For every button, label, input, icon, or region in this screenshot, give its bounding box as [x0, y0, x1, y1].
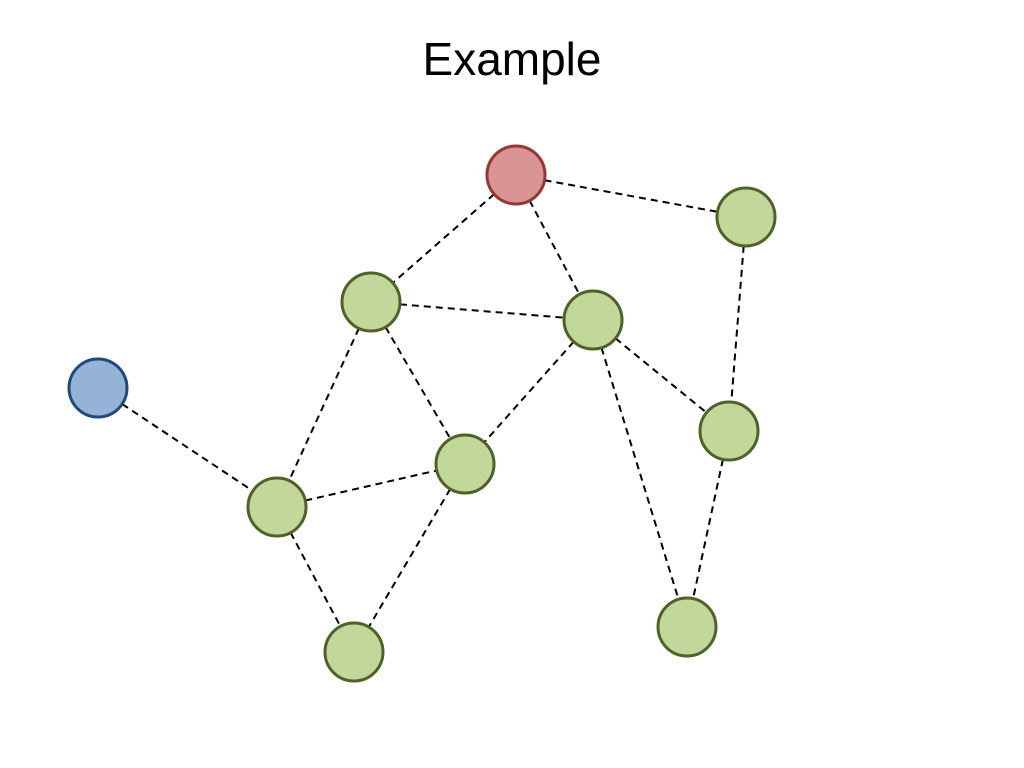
edge-n5-n7	[289, 532, 342, 627]
edge-red-n1	[392, 193, 495, 284]
nodes-layer	[67, 144, 777, 683]
node-n4	[698, 400, 760, 462]
edge-n1-n5	[288, 327, 360, 482]
edge-n6-n7	[367, 488, 452, 628]
node-n6	[434, 433, 496, 495]
node-n3	[562, 289, 624, 351]
node-red	[485, 144, 547, 206]
page-title: Example	[422, 33, 602, 85]
edge-red-n3	[528, 200, 581, 295]
edge-n1-n6	[384, 326, 452, 440]
edge-red-n2	[544, 179, 718, 213]
edge-n3-n6	[483, 341, 575, 443]
edge-n3-n8	[600, 347, 680, 600]
edge-blue-n5	[121, 403, 254, 492]
edge-n2-n4	[730, 245, 745, 403]
node-n7	[323, 621, 385, 683]
edge-n1-n3	[399, 303, 565, 319]
node-n2	[715, 186, 777, 248]
node-n5	[246, 476, 308, 538]
edges-layer	[121, 179, 745, 628]
node-blue	[67, 357, 129, 419]
edge-n4-n8	[692, 459, 724, 599]
edge-n5-n6	[305, 469, 437, 502]
node-n1	[340, 271, 402, 333]
node-n8	[656, 596, 718, 658]
edge-n3-n4	[614, 337, 708, 414]
